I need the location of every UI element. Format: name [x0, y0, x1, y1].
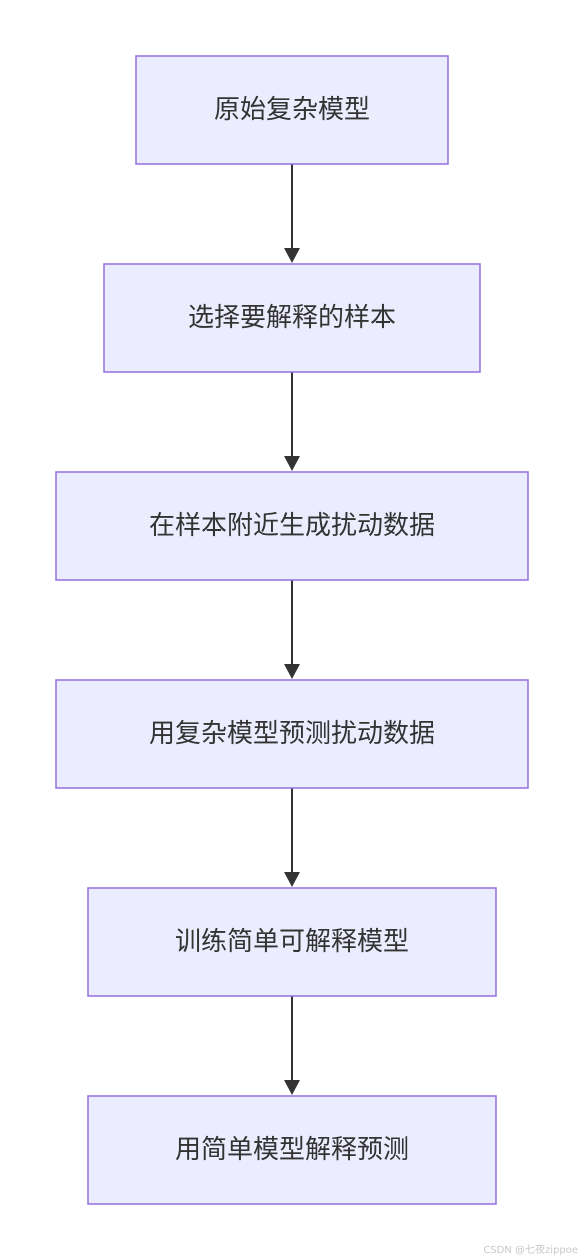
flow-node-box [55, 471, 529, 581]
arrow-head-icon [284, 664, 300, 679]
arrow-head-icon [284, 872, 300, 887]
arrow-head-icon [284, 248, 300, 263]
flow-arrow-4 [284, 788, 300, 887]
flow-node-label: 在样本附近生成扰动数据 [149, 511, 435, 541]
flow-node-label: 用简单模型解释预测 [175, 1135, 409, 1165]
flow-node-box [103, 263, 481, 373]
flow-node-3: 在样本附近生成扰动数据 [55, 471, 529, 581]
flow-arrow-1 [284, 164, 300, 263]
flow-arrow-3 [284, 580, 300, 679]
flow-node-box [135, 55, 449, 165]
flow-node-label: 选择要解释的样本 [188, 303, 396, 333]
flow-node-label: 用复杂模型预测扰动数据 [149, 719, 435, 749]
flow-node-label: 训练简单可解释模型 [175, 927, 409, 957]
flow-node-label: 原始复杂模型 [214, 95, 370, 125]
flow-node-6: 用简单模型解释预测 [87, 1095, 497, 1205]
flow-arrow-2 [284, 372, 300, 471]
watermark: CSDN @七夜zippoe [483, 1245, 578, 1256]
arrow-head-icon [284, 456, 300, 471]
flow-node-box [87, 1095, 497, 1205]
flow-node-box [55, 679, 529, 789]
flow-node-5: 训练简单可解释模型 [87, 887, 497, 997]
flow-node-1: 原始复杂模型 [135, 55, 449, 165]
flow-node-box [87, 887, 497, 997]
arrow-head-icon [284, 1080, 300, 1095]
flow-arrow-5 [284, 996, 300, 1095]
flow-node-4: 用复杂模型预测扰动数据 [55, 679, 529, 789]
flow-node-2: 选择要解释的样本 [103, 263, 481, 373]
